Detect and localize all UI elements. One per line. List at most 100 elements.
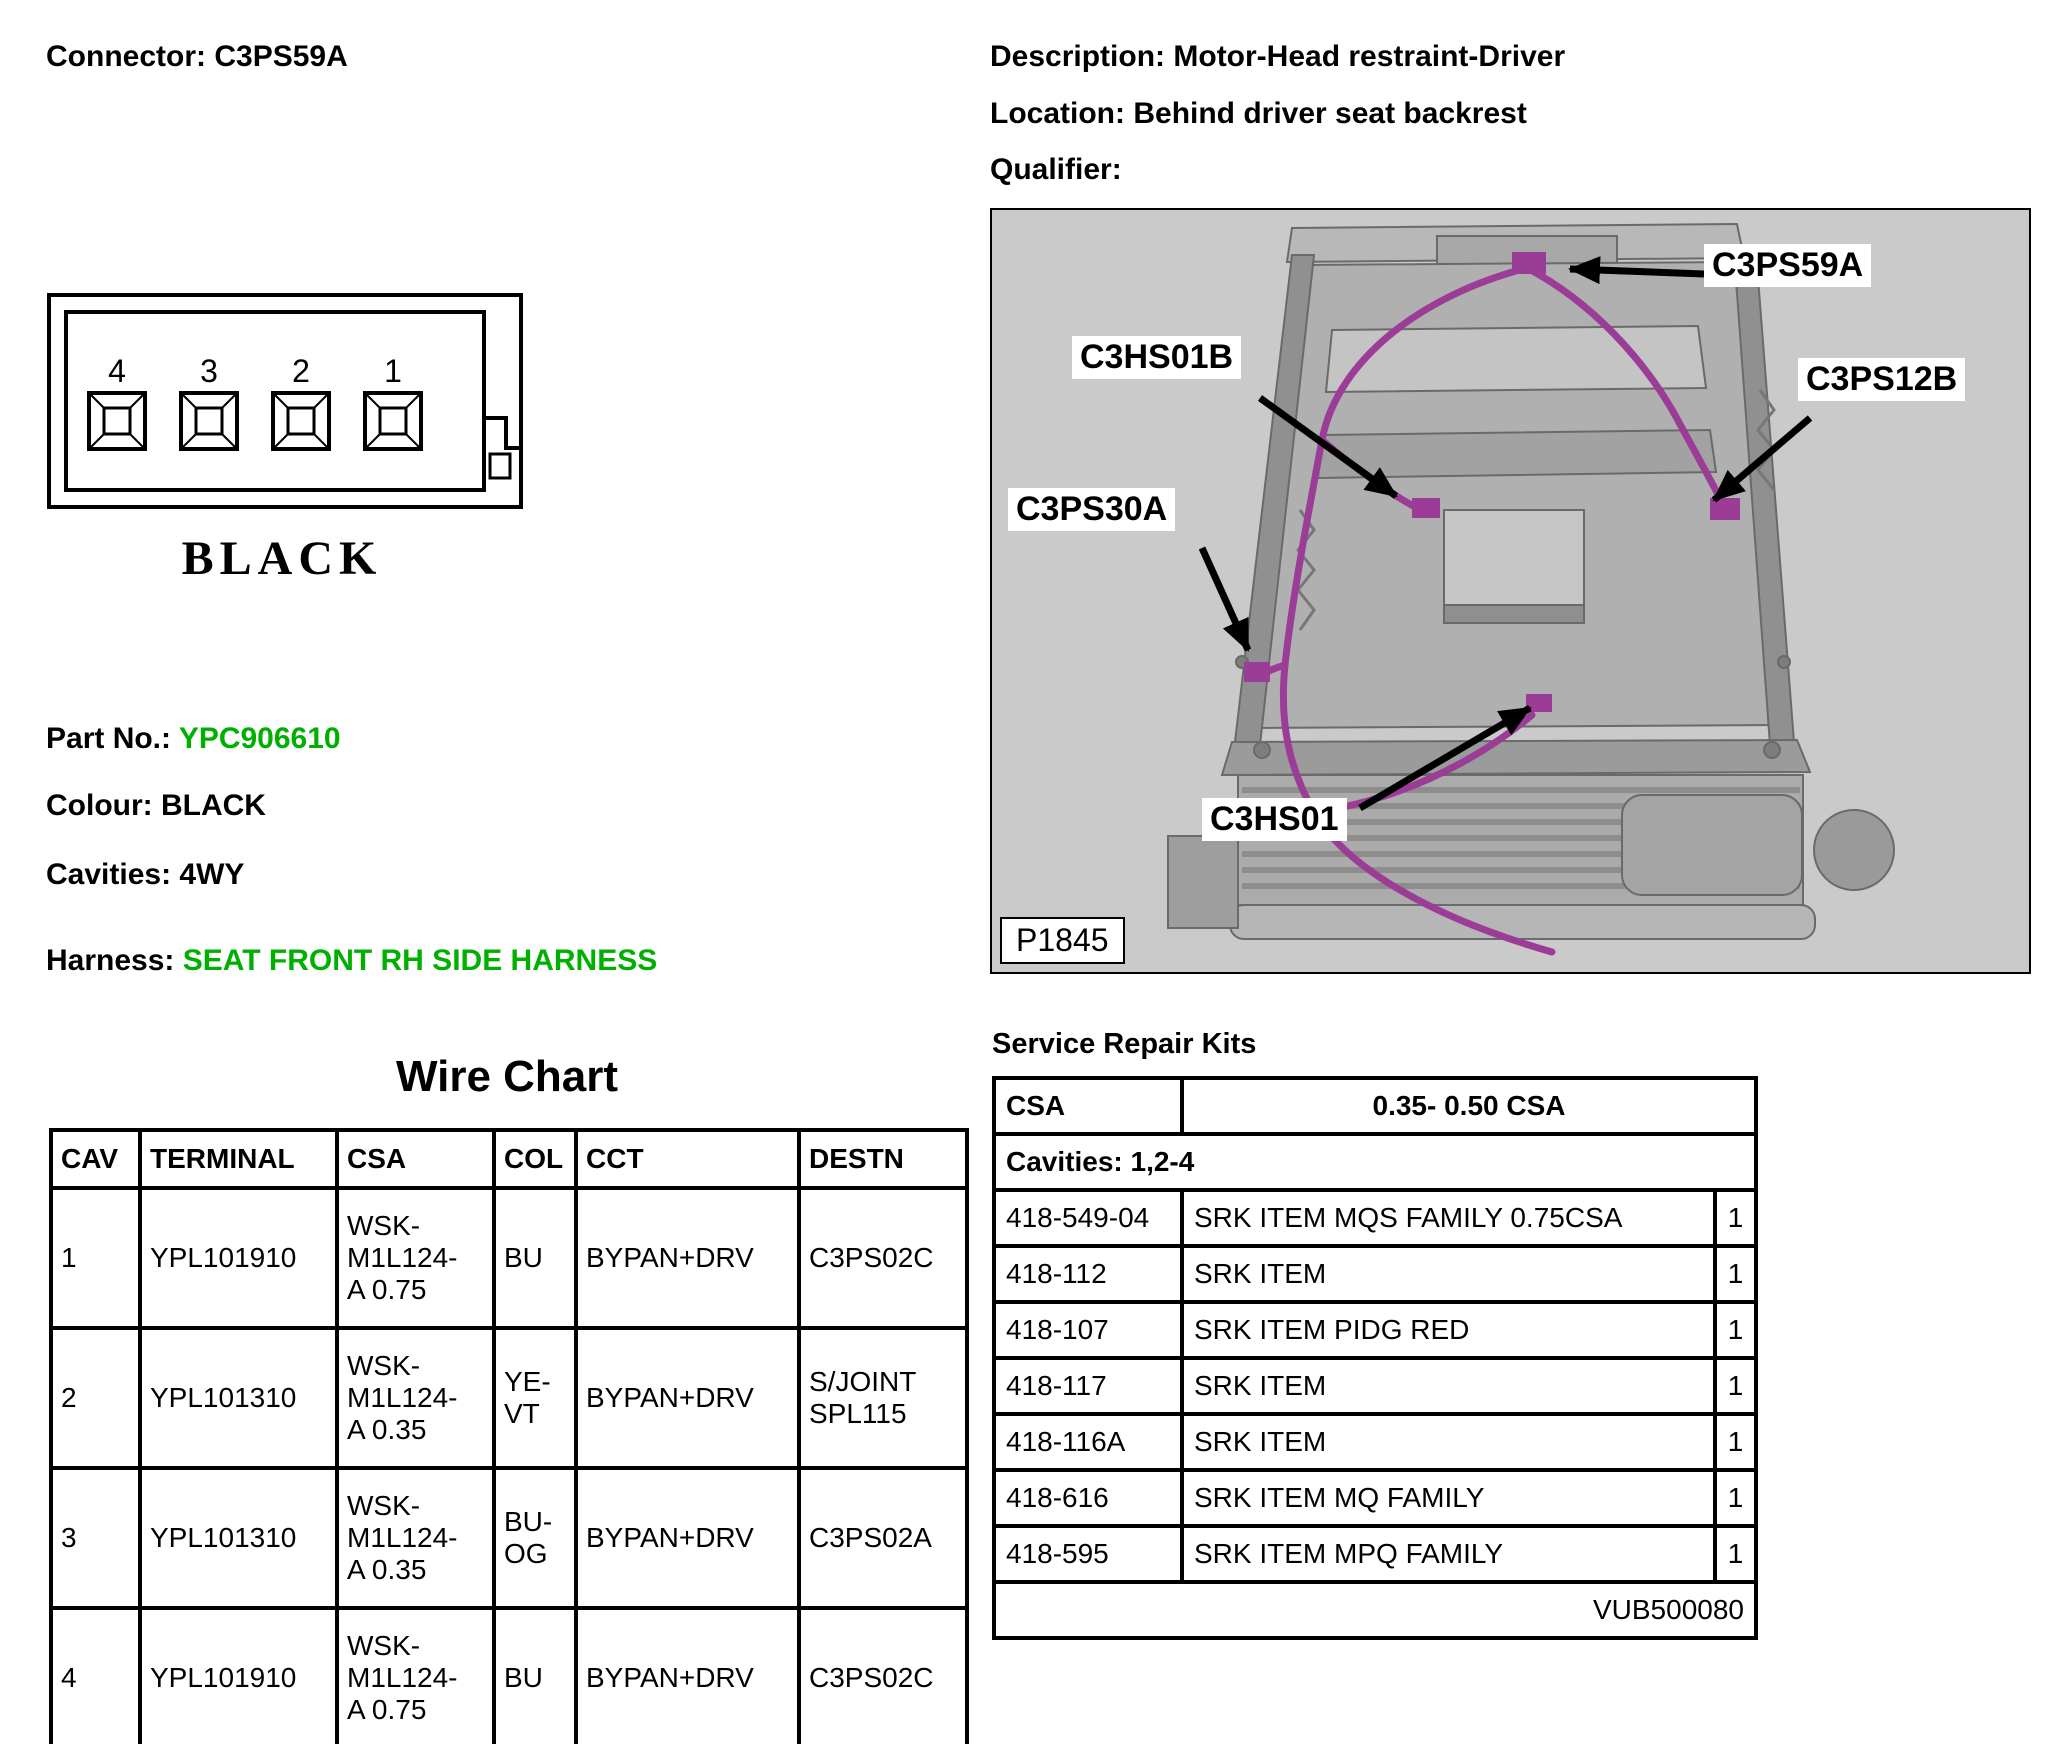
srk-footer-code: VUB500080 (994, 1582, 1756, 1638)
srk-csa-range: 0.35- 0.50 CSA (1182, 1078, 1756, 1134)
arrow-c3ps12b (1711, 415, 1813, 503)
cell-csa: WSK- M1L124- A 0.35 (335, 1466, 496, 1610)
service-repair-kits-table-wrap: CSA 0.35- 0.50 CSA Cavities: 1,2-4 418-5… (992, 1076, 1758, 1640)
srk-part: 418-595 (994, 1526, 1182, 1582)
cavity-number-3: 3 (200, 353, 218, 389)
arrow-c3hs01 (1358, 704, 1532, 812)
cell-destn: C3PS02A (797, 1466, 969, 1610)
description-value: Motor-Head restraint-Driver (1173, 40, 1566, 73)
cell-terminal: YPL101310 (138, 1326, 339, 1470)
harness-line: Harness: SEAT FRONT RH SIDE HARNESS (46, 944, 657, 978)
cell-destn: C3PS02C (797, 1186, 969, 1330)
table-row: 418-616 SRK ITEM MQ FAMILY 1 (994, 1470, 1756, 1526)
connector-colour-caption: BLACK (182, 532, 383, 585)
cell-cav: 2 (49, 1326, 142, 1470)
label-c3hs01: C3HS01 (1202, 798, 1347, 841)
cell-csa: WSK- M1L124- A 0.35 (335, 1326, 496, 1470)
qualifier-line: Qualifier: (990, 153, 1122, 187)
cell-cav: 4 (49, 1606, 142, 1744)
cell-terminal: YPL101910 (138, 1186, 339, 1330)
label-c3ps12b: C3PS12B (1798, 358, 1966, 401)
table-row: 418-112 SRK ITEM 1 (994, 1246, 1756, 1302)
srk-part: 418-112 (994, 1246, 1182, 1302)
service-repair-kits-title: Service Repair Kits (992, 1028, 1257, 1060)
col-header-terminal: TERMINAL (138, 1128, 339, 1190)
colour-label: Colour: (46, 789, 153, 822)
srk-qty: 1 (1715, 1526, 1756, 1582)
cell-terminal: YPL101910 (138, 1606, 339, 1744)
srk-qty: 1 (1715, 1302, 1756, 1358)
seat-harness-illustration: C3PS59A C3HS01B C3PS12B C3PS30A C3HS01 P… (990, 208, 2031, 974)
srk-part: 418-116A (994, 1414, 1182, 1470)
colour-value: BLACK (160, 789, 266, 822)
cell-terminal: YPL101310 (138, 1466, 339, 1610)
location-value: Behind driver seat backrest (1133, 97, 1527, 130)
srk-cavities-row: Cavities: 1,2-4 (994, 1134, 1756, 1190)
wire-chart-title: Wire Chart (395, 1052, 619, 1101)
description-line: Description: Motor-Head restraint-Driver (990, 40, 1565, 74)
cell-csa: WSK- M1L124- A 0.75 (335, 1606, 496, 1744)
seat-frame-sketch (992, 210, 2029, 972)
connector-face-diagram: 4 3 2 1 (46, 292, 546, 604)
cell-col: BU- OG (492, 1466, 578, 1610)
description-label: Description: (990, 40, 1166, 73)
connector-label: Connector: (46, 40, 206, 73)
label-c3hs01b: C3HS01B (1072, 336, 1242, 379)
harness-value: SEAT FRONT RH SIDE HARNESS (182, 944, 658, 977)
wire-chart-header-row: CAV TERMINAL CSA COL CCT DESTN (49, 1128, 969, 1190)
srk-part: 418-117 (994, 1358, 1182, 1414)
srk-part: 418-549-04 (994, 1190, 1182, 1246)
srk-qty: 1 (1715, 1470, 1756, 1526)
col-header-destn: DESTN (797, 1128, 969, 1190)
srk-desc: SRK ITEM (1182, 1358, 1715, 1414)
table-row: 418-107 SRK ITEM PIDG RED 1 (994, 1302, 1756, 1358)
srk-desc: SRK ITEM PIDG RED (1182, 1302, 1715, 1358)
srk-desc: SRK ITEM MQ FAMILY (1182, 1470, 1715, 1526)
col-header-cct: CCT (574, 1128, 801, 1190)
cavities-label: Cavities: (46, 858, 172, 891)
cell-cct: BYPAN+DRV (574, 1326, 801, 1470)
cell-destn: C3PS02C (797, 1606, 969, 1744)
figure-id-badge: P1845 (1000, 917, 1125, 964)
arrow-c3ps59a (1568, 256, 1705, 285)
cell-col: YE- VT (492, 1326, 578, 1470)
table-row: 418-595 SRK ITEM MPQ FAMILY 1 (994, 1526, 1756, 1582)
table-row: 418-549-04 SRK ITEM MQS FAMILY 0.75CSA 1 (994, 1190, 1756, 1246)
part-no-label: Part No.: (46, 722, 172, 755)
srk-csa-label: CSA (994, 1078, 1182, 1134)
label-c3ps30a: C3PS30A (1008, 488, 1176, 531)
table-row: 418-116A SRK ITEM 1 (994, 1414, 1756, 1470)
srk-desc: SRK ITEM (1182, 1414, 1715, 1470)
srk-part: 418-616 (994, 1470, 1182, 1526)
colour-line: Colour: BLACK (46, 789, 266, 823)
cavities-line: Cavities: 4WY (46, 858, 244, 892)
cavity-number-4: 4 (108, 353, 126, 389)
cell-cav: 1 (49, 1186, 142, 1330)
srk-header-row: CSA 0.35- 0.50 CSA (994, 1078, 1756, 1134)
arrow-c3ps30a (1198, 546, 1252, 652)
srk-desc: SRK ITEM (1182, 1246, 1715, 1302)
part-no-value: YPC906610 (178, 722, 341, 755)
srk-qty: 1 (1715, 1246, 1756, 1302)
table-row: 2 YPL101310 WSK- M1L124- A 0.35 YE- VT B… (49, 1326, 969, 1470)
table-row: 3 YPL101310 WSK- M1L124- A 0.35 BU- OG B… (49, 1466, 969, 1610)
location-label: Location: (990, 97, 1125, 130)
part-no-line: Part No.: YPC906610 (46, 722, 341, 756)
cell-cav: 3 (49, 1466, 142, 1610)
cell-cct: BYPAN+DRV (574, 1186, 801, 1330)
srk-desc: SRK ITEM MQS FAMILY 0.75CSA (1182, 1190, 1715, 1246)
connector-line: Connector: C3PS59A (46, 40, 348, 74)
srk-cavities-note: Cavities: 1,2-4 (994, 1134, 1756, 1190)
cell-col: BU (492, 1606, 578, 1744)
cell-csa: WSK- M1L124- A 0.75 (335, 1186, 496, 1330)
srk-qty: 1 (1715, 1414, 1756, 1470)
srk-desc: SRK ITEM MPQ FAMILY (1182, 1526, 1715, 1582)
srk-qty: 1 (1715, 1190, 1756, 1246)
cavity-squares (87, 391, 423, 451)
wire-chart-table-wrap: CAV TERMINAL CSA COL CCT DESTN 1 YPL1019… (49, 1128, 969, 1744)
cavities-value: 4WY (179, 858, 245, 891)
connector-outline-drawing: 4 3 2 1 (47, 293, 523, 585)
srk-part: 418-107 (994, 1302, 1182, 1358)
table-row: 4 YPL101910 WSK- M1L124- A 0.75 BU BYPAN… (49, 1606, 969, 1744)
